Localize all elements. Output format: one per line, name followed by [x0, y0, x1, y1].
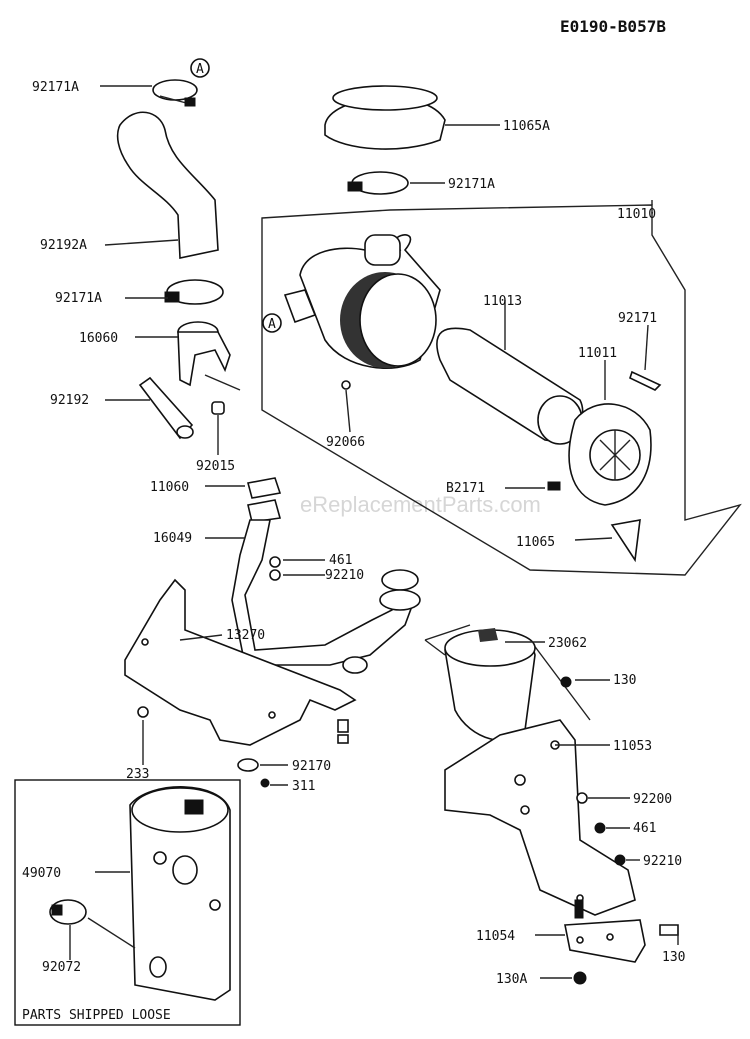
bolt-shield-right: [337, 719, 349, 733]
label-461-lower: 461: [633, 821, 656, 836]
label-11065: 11065: [516, 535, 555, 550]
label-92200: 92200: [633, 792, 672, 807]
screw-92066: [341, 380, 351, 390]
label-92192a: 92192A: [40, 238, 87, 253]
label-11013: 11013: [483, 294, 522, 309]
diagram-code: E0190-B057B: [560, 17, 666, 36]
label-13270: 13270: [226, 628, 265, 643]
label-23062: 23062: [548, 636, 587, 651]
label-11010: 11010: [617, 207, 656, 222]
parts-shipped-loose-box: [14, 779, 241, 1026]
label-130-upper: 130: [613, 673, 636, 688]
label-92170: 92170: [292, 759, 331, 774]
muffler-assembly: [49, 786, 231, 1001]
washer-461-lower: [594, 822, 606, 834]
hose-92192a: [116, 111, 219, 259]
clip-b2171: [547, 481, 561, 491]
clamp-92171a-top: [152, 79, 198, 101]
label-130-lower: 130: [662, 950, 685, 965]
bolt-130-upper: [560, 676, 572, 688]
label-92210-upper: 92210: [325, 568, 364, 583]
bolt-130a: [573, 971, 587, 985]
heat-shield-13270: [124, 578, 357, 746]
label-92171a-top: 92171A: [32, 80, 79, 95]
callout-a-body-letter: A: [268, 317, 276, 332]
parts-shipped-loose-label: PARTS SHIPPED LOOSE: [22, 1008, 171, 1023]
label-11065a: 11065A: [503, 119, 550, 134]
muffler-49070: [129, 786, 231, 1001]
tube-92192: [138, 376, 194, 440]
label-92015: 92015: [196, 459, 235, 474]
muffler-bracket-assembly: [424, 624, 679, 985]
label-92066: 92066: [326, 435, 365, 450]
label-11054: 11054: [476, 929, 515, 944]
air-cleaner-assembly: A: [261, 85, 742, 576]
label-16060: 16060: [79, 331, 118, 346]
label-461-upper: 461: [329, 553, 352, 568]
label-b2171: B2171: [446, 481, 485, 496]
part-labels: 92171A 11065A 92171A 11010 92192A 92171A…: [22, 80, 685, 1023]
label-49070: 49070: [22, 866, 61, 881]
label-130a: 130A: [496, 972, 527, 987]
exhaust-pipe-assembly: [205, 477, 421, 674]
gasket-11060: [247, 477, 282, 499]
bolt-130-lower: [659, 924, 679, 936]
label-11053: 11053: [613, 739, 652, 754]
label-92171: 92171: [618, 311, 657, 326]
valve-11065: [610, 519, 641, 563]
nut-92015: [211, 401, 225, 415]
label-311: 311: [292, 779, 315, 794]
label-92171a-lower: 92171A: [55, 291, 102, 306]
nut-92210-upper: [269, 569, 281, 581]
bracket-11053: [444, 719, 636, 916]
label-233: 233: [126, 767, 149, 782]
label-92210-lower: 92210: [643, 854, 682, 869]
elbow-16060: [177, 331, 231, 387]
label-92072: 92072: [42, 960, 81, 975]
washer-92200: [576, 792, 588, 804]
washer-461-upper: [269, 556, 281, 568]
heat-shield-assembly: [124, 578, 357, 788]
label-92171a-middle: 92171A: [448, 177, 495, 192]
label-16049: 16049: [153, 531, 192, 546]
bolt-233: [137, 706, 149, 718]
bracket-11054: [564, 919, 646, 963]
callout-a-top-letter: A: [196, 62, 204, 77]
hose-assembly: A: [100, 58, 241, 455]
callout-a-top: [190, 58, 210, 78]
label-11060: 11060: [150, 480, 189, 495]
callout-a-body: [262, 313, 282, 333]
nut-311: [260, 778, 270, 788]
clamp-92170: [237, 758, 259, 772]
label-92192: 92192: [50, 393, 89, 408]
nut-92210-lower: [614, 854, 626, 866]
clip-92171: [629, 370, 662, 391]
label-11011: 11011: [578, 346, 617, 361]
